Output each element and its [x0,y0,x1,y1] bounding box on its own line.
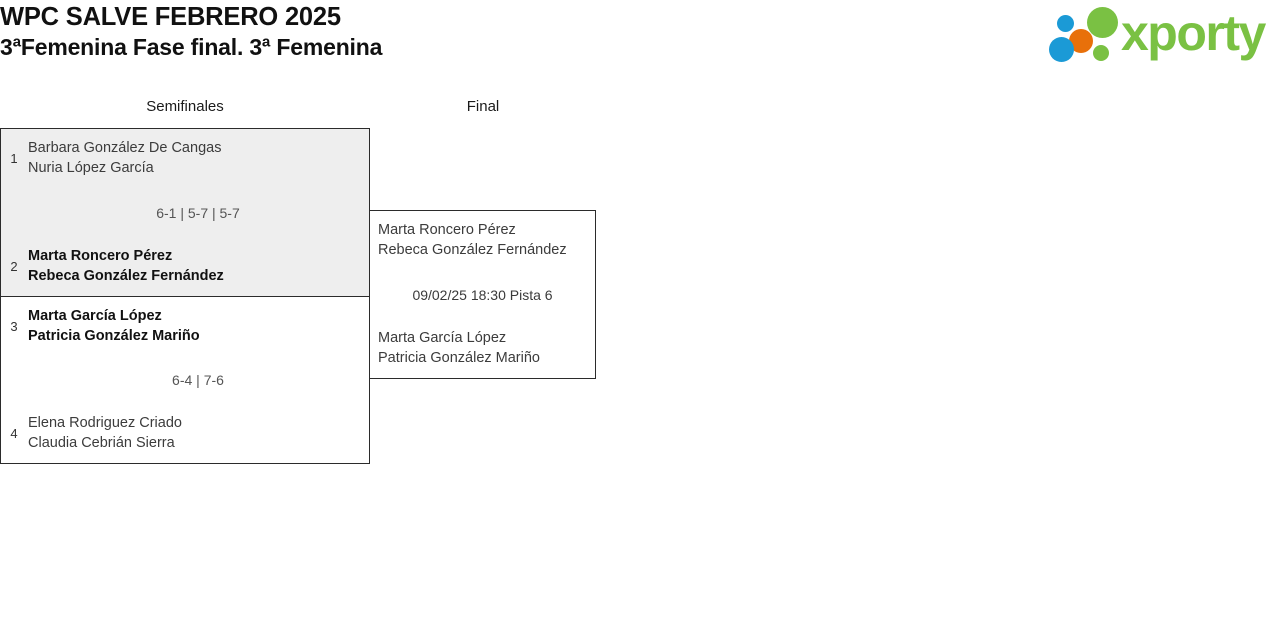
match-team-bottom[interactable]: Marta García López Patricia González Mar… [370,329,595,368]
page-subtitle: 3ªFemenina Fase final. 3ª Femenina [0,34,383,60]
xporty-logo[interactable]: xporty [1043,3,1275,65]
match-team-top[interactable]: Marta Roncero Pérez Rebeca González Fern… [370,221,595,260]
team-player-2: Nuria López García [28,159,154,176]
team-player-2: Patricia González Mariño [378,349,540,366]
team-names: Barbara González De Cangas Nuria López G… [27,139,369,178]
match-score: 6-4 | 7-6 [172,372,224,388]
round-header-final: Final [466,98,500,115]
team-seed: 1 [10,151,18,166]
team-names: Marta Roncero Pérez Rebeca González Fern… [370,221,595,260]
team-player-1: Marta Roncero Pérez [28,248,173,264]
team-names: Marta Roncero Pérez Rebeca González Fern… [27,247,369,286]
logo-dot-green-large-icon [1087,7,1118,38]
match-team-bottom[interactable]: 4 Elena Rodriguez Criado Claudia Cebrián… [1,414,369,453]
match-team-top[interactable]: 1 Barbara González De Cangas Nuria López… [1,139,369,178]
match-team-top[interactable]: 3 Marta García López Patricia González M… [1,307,369,346]
team-seed: 2 [10,259,18,274]
logo-dot-green-small-icon [1093,45,1109,61]
match-final[interactable]: Marta Roncero Pérez Rebeca González Fern… [369,210,596,379]
team-player-1: Marta Roncero Pérez [378,222,516,238]
team-player-1: Elena Rodriguez Criado [28,415,182,431]
logo-wordmark: xporty [1121,5,1266,61]
team-player-1: Marta García López [378,330,507,346]
team-seed: 3 [10,319,18,334]
team-seed: 4 [10,426,18,441]
page-header: WPC SALVE FEBRERO 2025 3ªFemenina Fase f… [0,0,1280,78]
match-semifinal-1[interactable]: 1 Barbara González De Cangas Nuria López… [0,128,370,296]
page-title: WPC SALVE FEBRERO 2025 [0,3,341,31]
match-team-bottom[interactable]: 2 Marta Roncero Pérez Rebeca González Fe… [1,247,369,286]
team-player-1: Barbara González De Cangas [28,140,222,156]
match-schedule: 09/02/25 18:30 Pista 6 [412,286,553,303]
logo-dot-blue-large-icon [1049,37,1074,62]
team-player-2: Rebeca González Fernández [378,241,567,258]
team-player-2: Rebeca González Fernández [28,267,224,284]
tournament-title-block: WPC SALVE FEBRERO 2025 3ªFemenina Fase f… [0,2,382,62]
logo-dots-icon [1049,7,1123,63]
match-semifinal-2[interactable]: 3 Marta García López Patricia González M… [0,296,370,464]
team-names: Marta García López Patricia González Mar… [27,307,369,346]
team-player-2: Claudia Cebrián Sierra [28,434,175,451]
team-names: Elena Rodriguez Criado Claudia Cebrián S… [27,414,369,453]
team-player-2: Patricia González Mariño [28,327,200,344]
team-names: Marta García López Patricia González Mar… [370,329,595,368]
round-header-semifinales: Semifinales [146,98,224,115]
logo-dot-blue-small-icon [1057,15,1074,32]
match-score: 6-1 | 5-7 | 5-7 [156,204,240,221]
team-player-1: Marta García López [28,308,162,324]
